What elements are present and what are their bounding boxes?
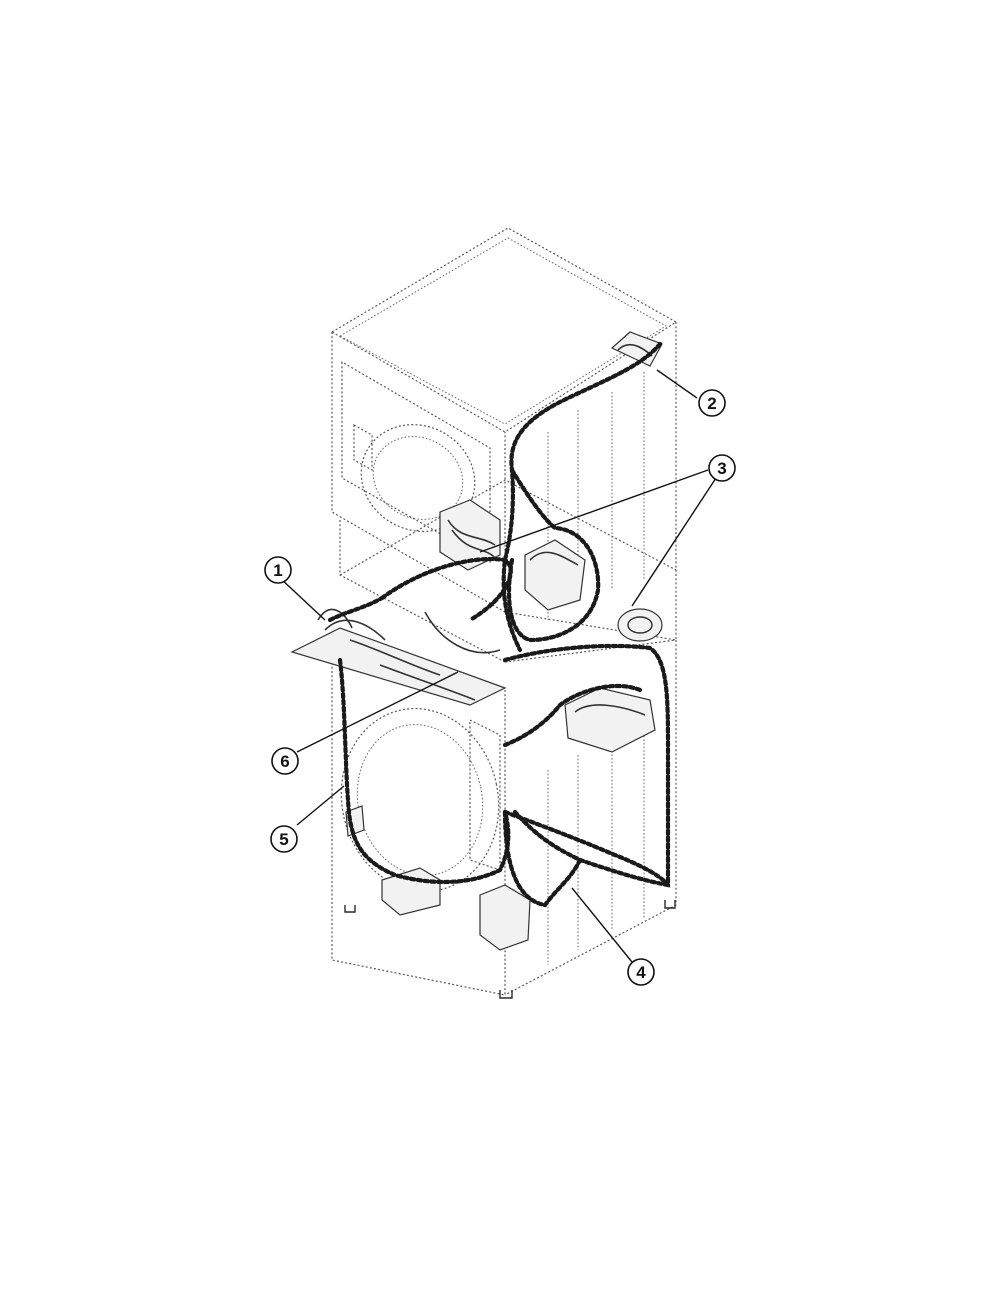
callout-4: 4 [627, 958, 655, 986]
callout-5: 5 [270, 825, 298, 853]
callout-5-label: 5 [279, 830, 288, 849]
harness-routes [327, 341, 671, 908]
callout-1: 1 [264, 556, 292, 584]
callout-2-label: 2 [707, 394, 716, 413]
callout-4-label: 4 [636, 963, 646, 982]
leader-lines [279, 369, 717, 963]
callout-2: 2 [698, 389, 726, 417]
callout-1-label: 1 [273, 561, 282, 580]
callout-6-label: 6 [280, 752, 289, 771]
callout-3-label: 3 [717, 459, 726, 478]
callout-3: 3 [708, 454, 736, 482]
component-parts [290, 331, 663, 951]
callout-6: 6 [271, 747, 299, 775]
